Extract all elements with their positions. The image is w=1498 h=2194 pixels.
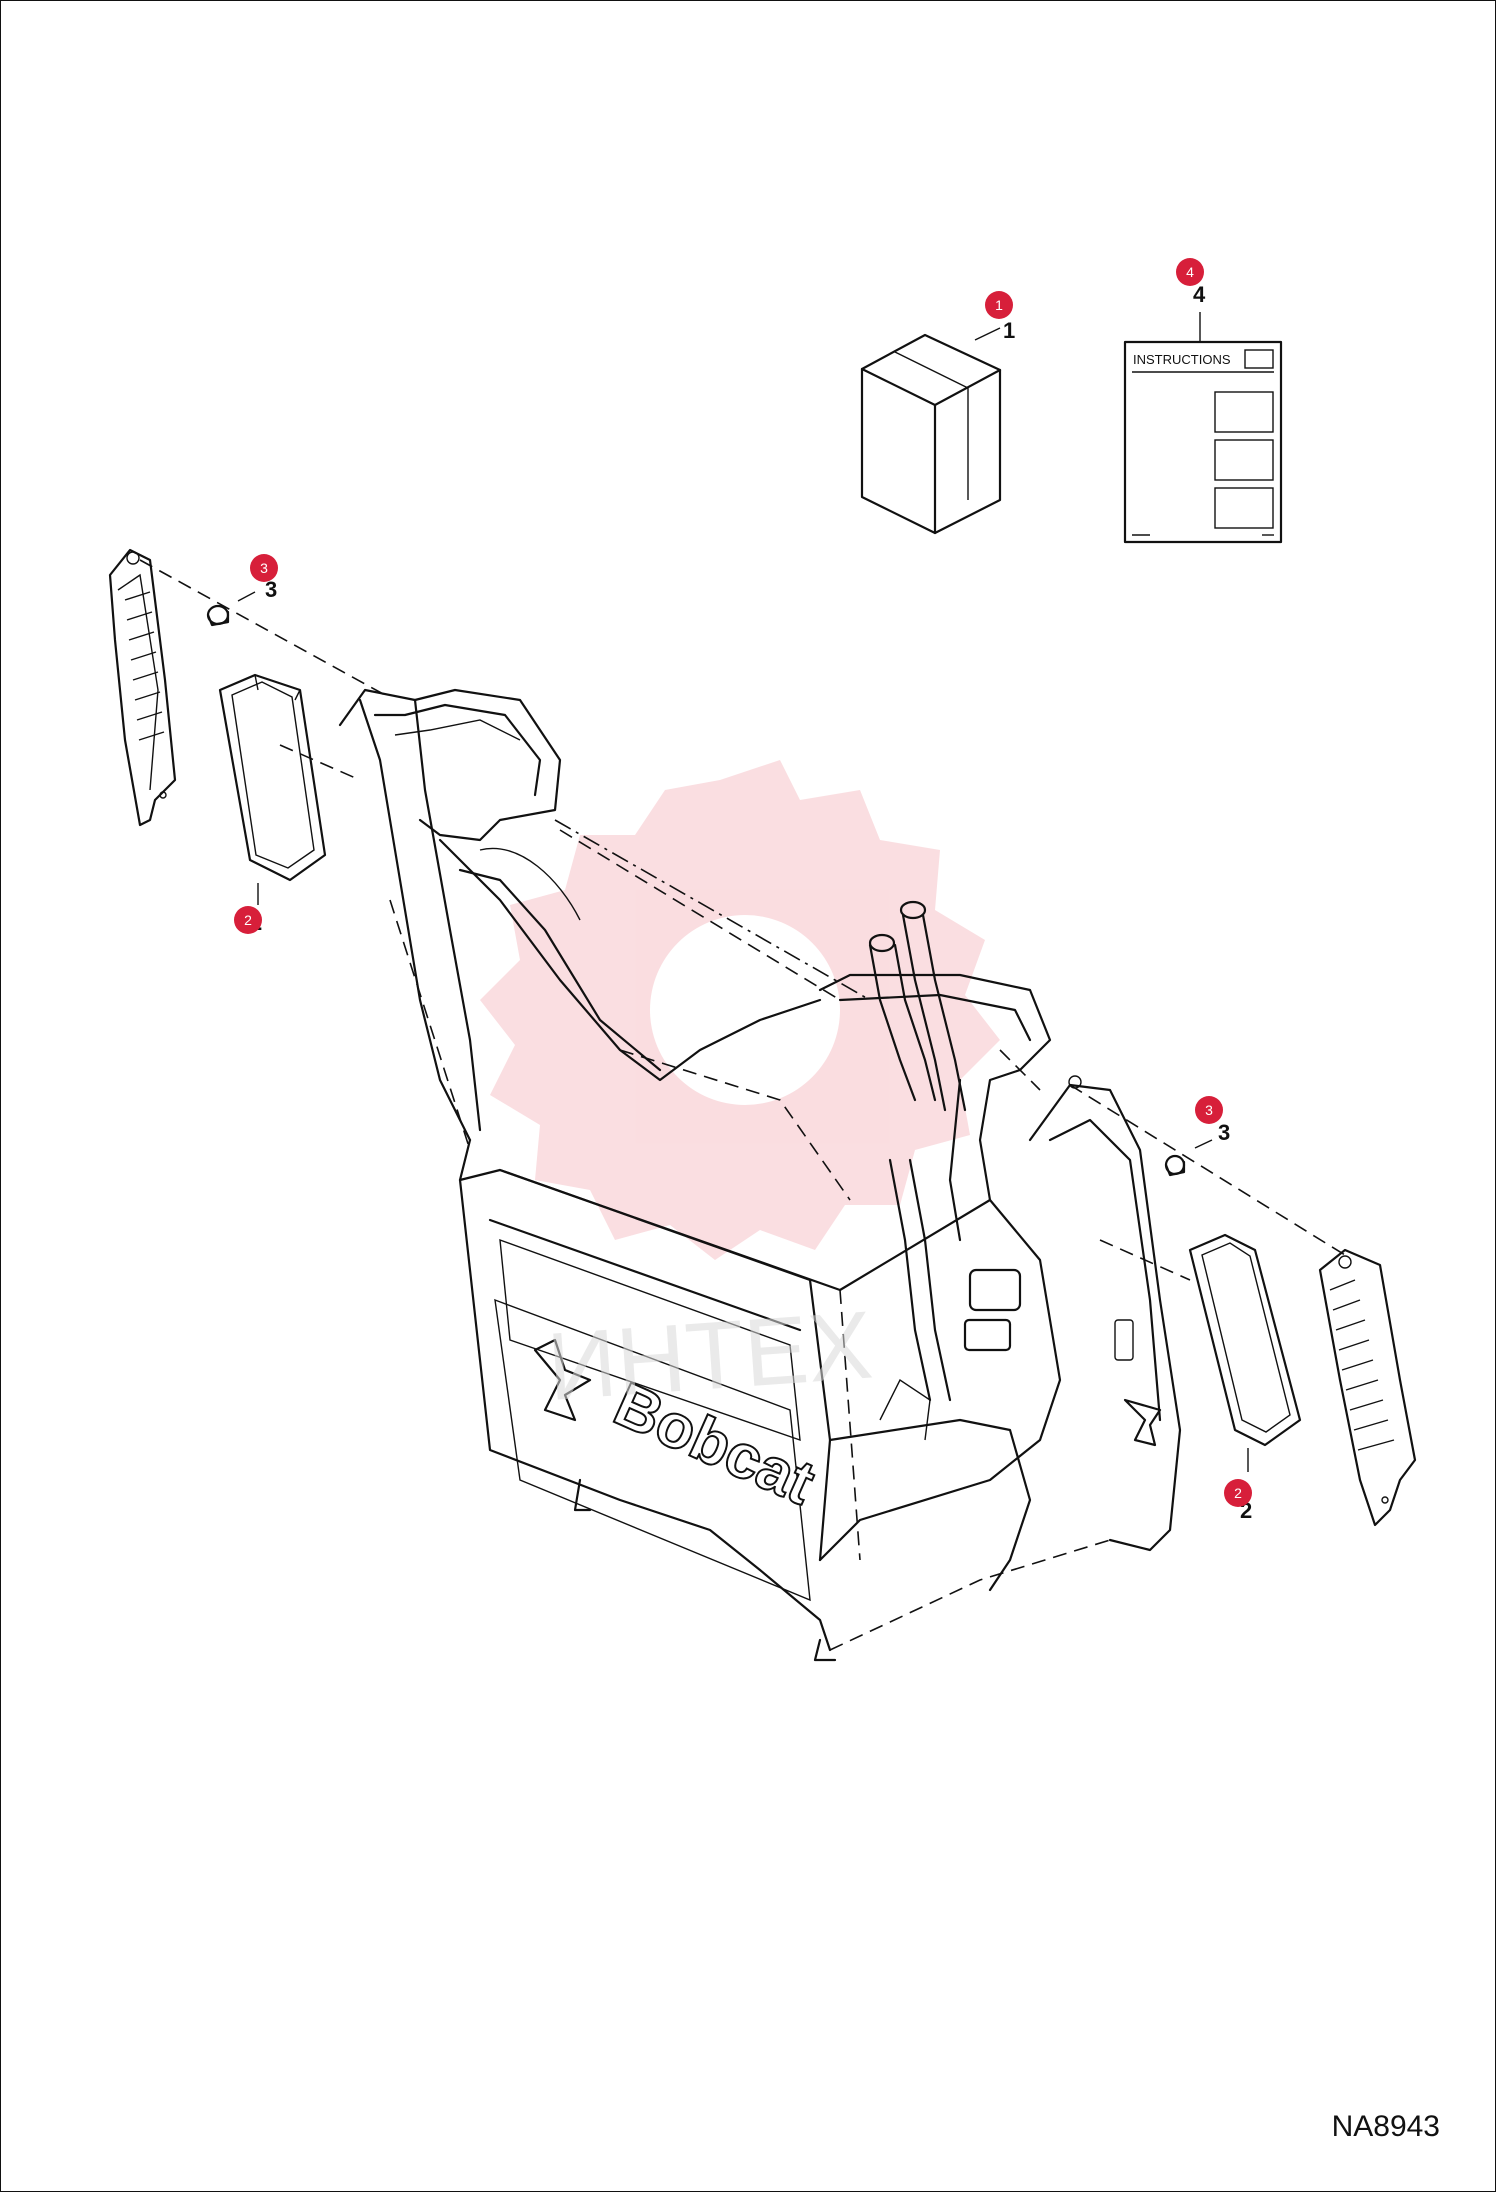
callout-3-left: 3 [250,554,278,582]
part-kit-box: 1 [860,318,1015,535]
part-label-spacer-left: 3 [265,577,277,602]
callout-number: 3 [1205,1102,1213,1118]
callout-circle [1176,258,1204,286]
left-spacer: 3 [206,577,277,627]
callout-circle [250,554,278,582]
callout-2-left: 2 [234,906,262,934]
callout-circle [1224,1479,1252,1507]
callout-number: 4 [1186,264,1194,280]
callout-circle [985,291,1013,319]
callout-2-right: 2 [1224,1479,1252,1507]
callout-number: 2 [244,912,252,928]
watermark-gear-icon [480,760,1000,1260]
bobcat-head-small-icon [1123,1398,1162,1447]
callout-1: 1 [985,291,1013,319]
left-grille-panel [108,548,177,827]
callout-circle [1195,1096,1223,1124]
right-filter: 2 [1188,1233,1302,1523]
part-label-instructions: 4 [1193,282,1206,307]
callout-circle [234,906,262,934]
right-grille-panel [1318,1248,1417,1527]
left-filter: 2 [218,673,327,935]
part-label-kit: 1 [1003,318,1015,343]
callout-3-right: 3 [1195,1096,1223,1124]
callout-number: 1 [995,297,1003,313]
right-spacer: 3 [1164,1120,1230,1177]
watermark-text: ИНТЕХ [544,1292,876,1421]
part-label-spacer-right: 3 [1218,1120,1230,1145]
callout-number: 2 [1234,1485,1242,1501]
callout-number: 3 [260,560,268,576]
part-instruction-sheet: INSTRUCTIONS 4 [1123,282,1283,544]
callout-4: 4 [1176,258,1204,286]
figure-id: NA8943 [1331,2110,1440,2143]
machine-body [338,688,1182,1662]
instruction-heading: INSTRUCTIONS [1133,352,1231,367]
bobcat-head-icon [533,1338,592,1422]
